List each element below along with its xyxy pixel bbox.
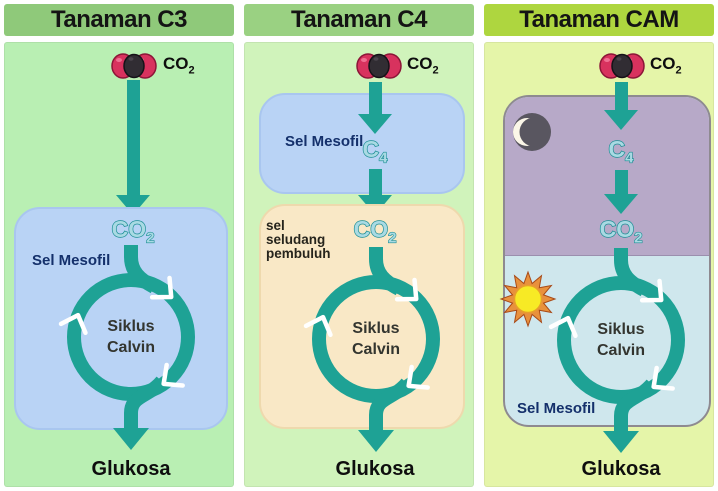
c4-chem-label: C4	[362, 135, 388, 167]
co2-molecule-icon	[356, 53, 402, 79]
sun-icon	[499, 270, 557, 328]
co2-label: CO2	[163, 54, 195, 77]
glucose-label: Glukosa	[581, 458, 661, 480]
mesophyll-label: Sel Mesofil	[285, 133, 364, 150]
co2-label: CO2	[407, 54, 439, 77]
calvin-cycle-label: Siklus Calvin	[351, 320, 400, 358]
calvin-cycle-label: Siklus Calvin	[596, 321, 645, 359]
calvin-cycle-icon	[303, 247, 440, 452]
bundle-sheath-label: sel seludang pembuluh	[266, 218, 331, 261]
co2-chem-label: CO2	[599, 215, 643, 247]
column-c3: Tanaman C3 CO2 CO2 Sel Mesofil	[4, 4, 234, 487]
calvin-cycle: Siklus Calvin	[56, 237, 206, 452]
calvin-cycle-icon	[548, 248, 685, 453]
co2-molecule-icon	[111, 53, 157, 79]
calvin-cycle-label: Siklus Calvin	[106, 318, 155, 356]
mesophyll-label: Sel Mesofil	[517, 400, 596, 417]
glucose-label: Glukosa	[335, 458, 415, 480]
mesophyll-label: Sel Mesofil	[32, 252, 111, 269]
header-tanaman-c3: Tanaman C3	[4, 4, 234, 36]
moon-icon	[513, 113, 551, 151]
co2-chem-label: CO2	[111, 215, 155, 247]
down-arrow-icon	[358, 82, 392, 134]
column-c4: Tanaman C4 CO2 Sel Mesofil C4	[244, 4, 474, 487]
down-arrow-icon	[604, 82, 638, 130]
header-tanaman-c4: Tanaman C4	[244, 4, 474, 36]
calvin-cycle: Siklus Calvin	[546, 240, 696, 455]
header-tanaman-cam: Tanaman CAM	[484, 4, 714, 36]
co2-chem-label: CO2	[353, 215, 397, 247]
glucose-label: Glukosa	[91, 458, 171, 480]
panel-cam: CO2 C4 CO2	[484, 42, 714, 487]
calvin-cycle: Siklus Calvin	[301, 239, 451, 454]
co2-label: CO2	[650, 54, 682, 77]
mesophyll-cell-box	[259, 93, 465, 194]
c4-chem-label: C4	[608, 135, 634, 167]
down-arrow-icon	[604, 170, 638, 214]
panel-c4: CO2 Sel Mesofil C4 sel seludang pembuluh…	[244, 42, 474, 487]
co2-molecule-icon	[599, 53, 645, 79]
column-cam: Tanaman CAM CO2 C4	[484, 4, 714, 487]
down-arrow-icon	[116, 80, 150, 215]
calvin-cycle-icon	[58, 245, 195, 450]
panel-c3: CO2 CO2 Sel Mesofil	[4, 42, 234, 487]
